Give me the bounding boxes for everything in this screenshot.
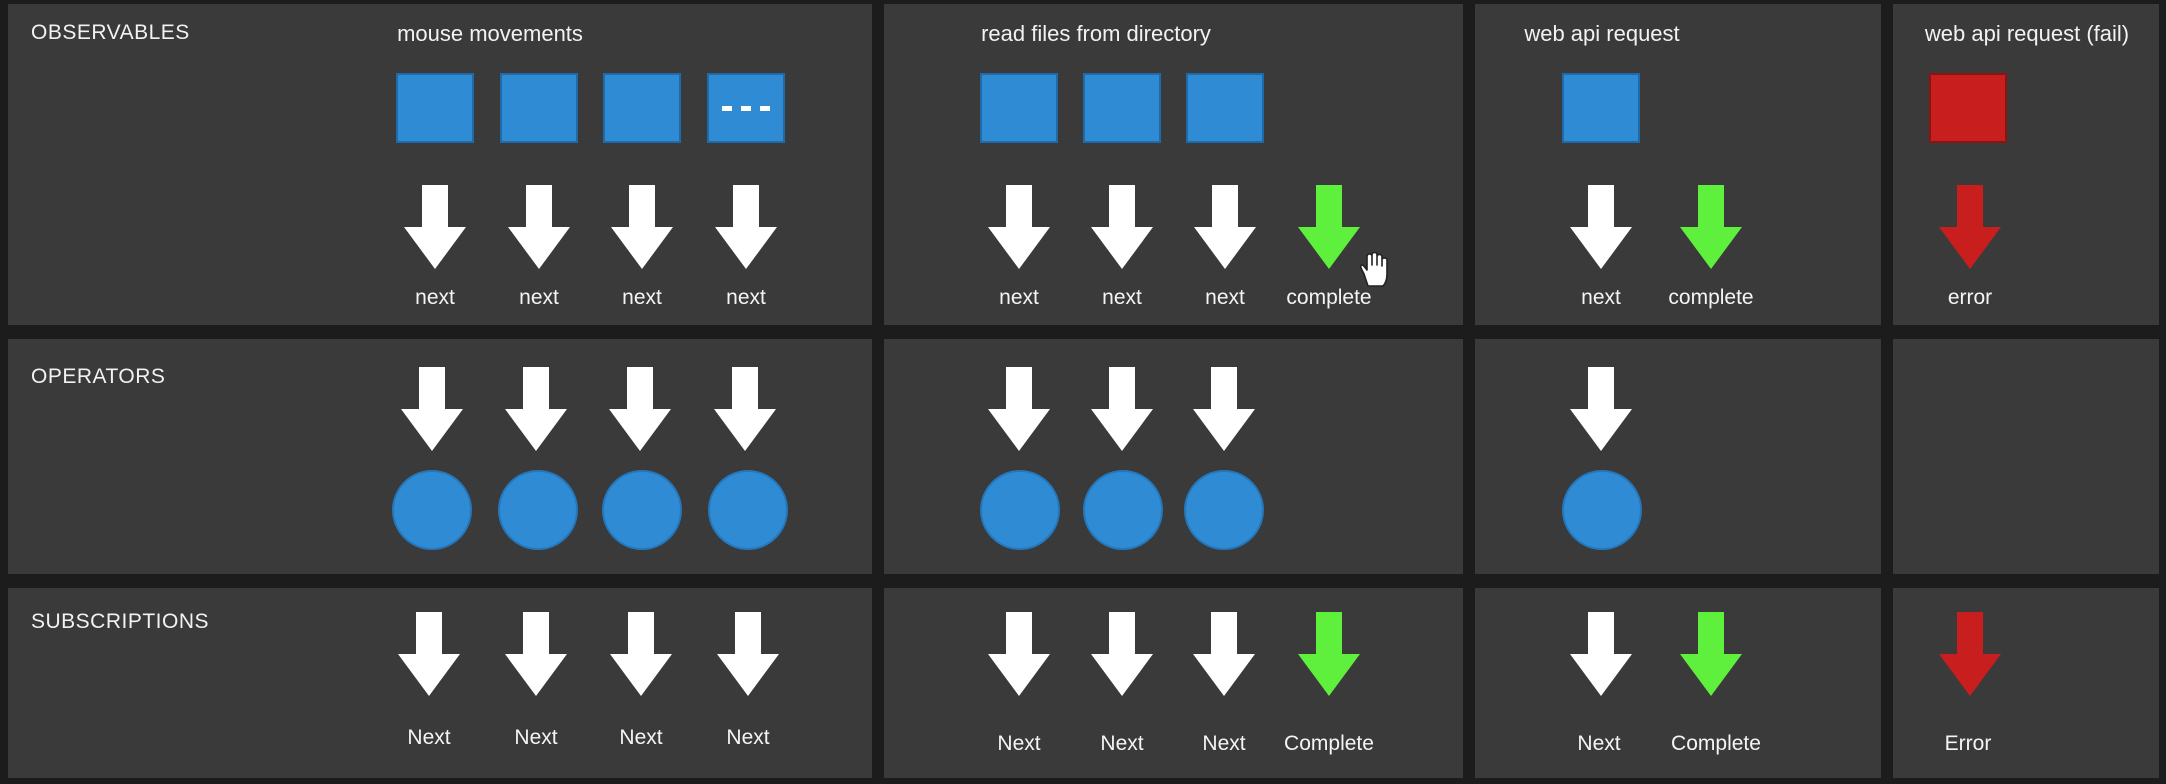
arrow-down-green-icon — [1680, 612, 1742, 696]
observable-event-label: next — [999, 286, 1039, 309]
observable-value-square — [500, 73, 578, 143]
observable-value-square — [1186, 73, 1264, 143]
observable-value-square-ellipsis — [707, 73, 785, 143]
arrow-down-green-icon — [1680, 185, 1742, 269]
arrow-down-green-icon — [1298, 612, 1360, 696]
row-label-operators: OPERATORS — [31, 365, 166, 388]
arrow-down-white-icon — [988, 367, 1050, 451]
arrow-down-white-icon — [611, 185, 673, 269]
arrow-down-white-icon — [1570, 367, 1632, 451]
row-label-observables: OBSERVABLES — [31, 21, 190, 44]
arrow-down-white-icon — [401, 367, 463, 451]
arrow-down-white-icon — [715, 185, 777, 269]
observable-event-label: next — [415, 286, 455, 309]
observable-event-label: next — [1102, 286, 1142, 309]
operator-value-circle — [980, 470, 1060, 550]
subscription-event-label: Next — [1202, 732, 1246, 755]
arrow-down-white-icon — [1193, 612, 1255, 696]
arrow-down-white-icon — [610, 612, 672, 696]
subscription-event-label: Next — [1100, 732, 1144, 755]
subscription-event-label: Error — [1944, 732, 1992, 755]
row-label-subscriptions: SUBSCRIPTIONS — [31, 610, 210, 633]
subscription-event-label: Next — [726, 726, 770, 749]
arrow-down-white-icon — [1091, 185, 1153, 269]
observable-value-square — [980, 73, 1058, 143]
panel-subscriptions-files — [884, 588, 1463, 778]
arrow-down-white-icon — [1194, 185, 1256, 269]
observable-error-square — [1929, 73, 2007, 143]
panel-operators-fail — [1893, 339, 2159, 574]
operator-value-circle — [1562, 470, 1642, 550]
observable-event-label: next — [519, 286, 559, 309]
operator-value-circle — [392, 470, 472, 550]
arrow-down-white-icon — [1570, 185, 1632, 269]
arrow-down-red-icon — [1939, 612, 2001, 696]
arrow-down-white-icon — [505, 367, 567, 451]
column-title-mouse-movements: mouse movements — [397, 21, 583, 46]
subscription-event-label: Next — [514, 726, 558, 749]
panel-subscriptions-web — [1475, 588, 1881, 778]
observable-value-square — [603, 73, 681, 143]
panel-observables-mouse — [8, 4, 872, 325]
observable-event-label: next — [1581, 286, 1621, 309]
operator-value-circle — [708, 470, 788, 550]
observable-event-label: next — [1205, 286, 1245, 309]
observable-value-square — [1083, 73, 1161, 143]
observable-value-square — [396, 73, 474, 143]
operator-value-circle — [1184, 470, 1264, 550]
observable-event-label: next — [726, 286, 766, 309]
observable-event-label: error — [1947, 286, 1993, 309]
operator-value-circle — [602, 470, 682, 550]
operator-value-circle — [498, 470, 578, 550]
subscription-event-label: Next — [619, 726, 663, 749]
arrow-down-white-icon — [505, 612, 567, 696]
panel-observables-fail — [1893, 4, 2159, 325]
subscription-event-label: Complete — [1284, 732, 1374, 755]
column-title-web-api-request: web api request — [1524, 21, 1680, 46]
panel-observables-web — [1475, 4, 1881, 325]
column-title-read-files: read files from directory — [981, 21, 1211, 46]
arrow-down-green-icon — [1298, 185, 1360, 269]
arrow-down-white-icon — [398, 612, 460, 696]
operator-value-circle — [1083, 470, 1163, 550]
subscription-event-label: Next — [1577, 732, 1621, 755]
subscription-event-label: Complete — [1671, 732, 1761, 755]
arrow-down-white-icon — [1091, 612, 1153, 696]
arrow-down-white-icon — [609, 367, 671, 451]
arrow-down-red-icon — [1939, 185, 2001, 269]
observable-event-label: complete — [1286, 286, 1372, 309]
subscription-event-label: Next — [997, 732, 1041, 755]
panel-operators-files — [884, 339, 1463, 574]
observable-value-square — [1562, 73, 1640, 143]
subscription-event-label: Next — [407, 726, 451, 749]
arrow-down-white-icon — [988, 185, 1050, 269]
hand-cursor-icon — [1358, 251, 1392, 288]
observable-event-label: next — [622, 286, 662, 309]
arrow-down-white-icon — [717, 612, 779, 696]
arrow-down-white-icon — [1091, 367, 1153, 451]
arrow-down-white-icon — [404, 185, 466, 269]
panel-operators-web — [1475, 339, 1881, 574]
ellipsis-icon — [709, 106, 783, 111]
panel-subscriptions-fail — [1893, 588, 2159, 778]
arrow-down-white-icon — [714, 367, 776, 451]
observable-event-label: complete — [1668, 286, 1754, 309]
arrow-down-white-icon — [988, 612, 1050, 696]
arrow-down-white-icon — [1570, 612, 1632, 696]
arrow-down-white-icon — [508, 185, 570, 269]
arrow-down-white-icon — [1193, 367, 1255, 451]
column-title-web-api-request-fail: web api request (fail) — [1924, 21, 2130, 46]
